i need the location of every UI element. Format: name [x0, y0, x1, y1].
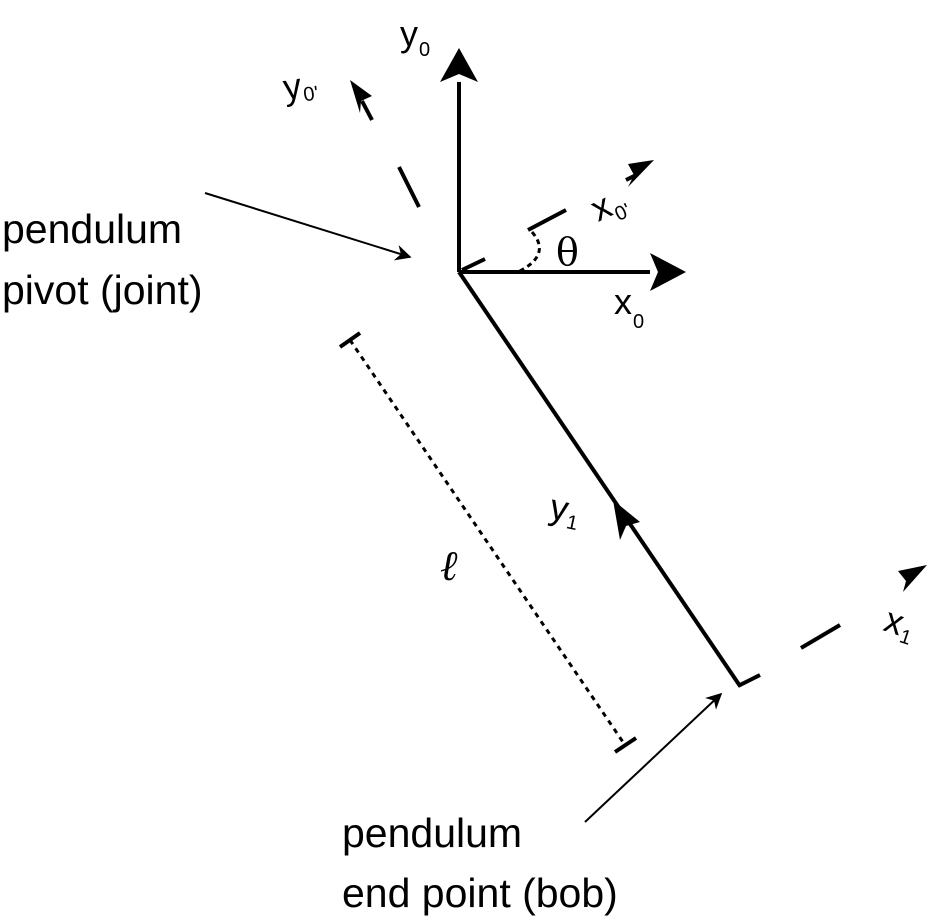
x0-arrowhead [650, 253, 686, 291]
bob-label-line1: pendulum [342, 810, 522, 856]
x1-label: x1 [879, 599, 921, 650]
length-label: ℓ [440, 541, 458, 590]
pivot-label-line1: pendulum [2, 206, 182, 252]
x0-prime-arrowhead [628, 160, 654, 187]
pivot-callout-arrow [204, 192, 412, 261]
y0-axis [440, 48, 478, 272]
theta-arc [517, 231, 541, 274]
theta-label: θ [556, 230, 579, 274]
y0-arrowhead [440, 48, 478, 82]
length-dimension [338, 331, 638, 754]
y1-arrowhead [613, 500, 640, 540]
pivot-label-line2: pivot (joint) [2, 267, 203, 313]
y0-prime-axis [350, 80, 421, 208]
x0-axis [459, 253, 686, 291]
x0-label: x0 [614, 281, 644, 333]
length-tick-top [338, 331, 362, 349]
y0-prime-label: y0' [280, 63, 319, 109]
y0-label: y0 [400, 13, 430, 61]
x0-prime-label: x0' [584, 178, 634, 234]
y0-prime-arrowhead [350, 80, 372, 113]
bob-callout-arrow [584, 692, 723, 823]
x1-arrowhead [898, 565, 927, 592]
y1-label: y1 [546, 486, 585, 535]
length-tick-bottom [613, 736, 638, 754]
pendulum-rod [457, 270, 742, 688]
x1-axis [737, 565, 927, 688]
bob-label-line2: end point (bob) [342, 870, 618, 916]
x0-prime-axis [461, 160, 654, 272]
